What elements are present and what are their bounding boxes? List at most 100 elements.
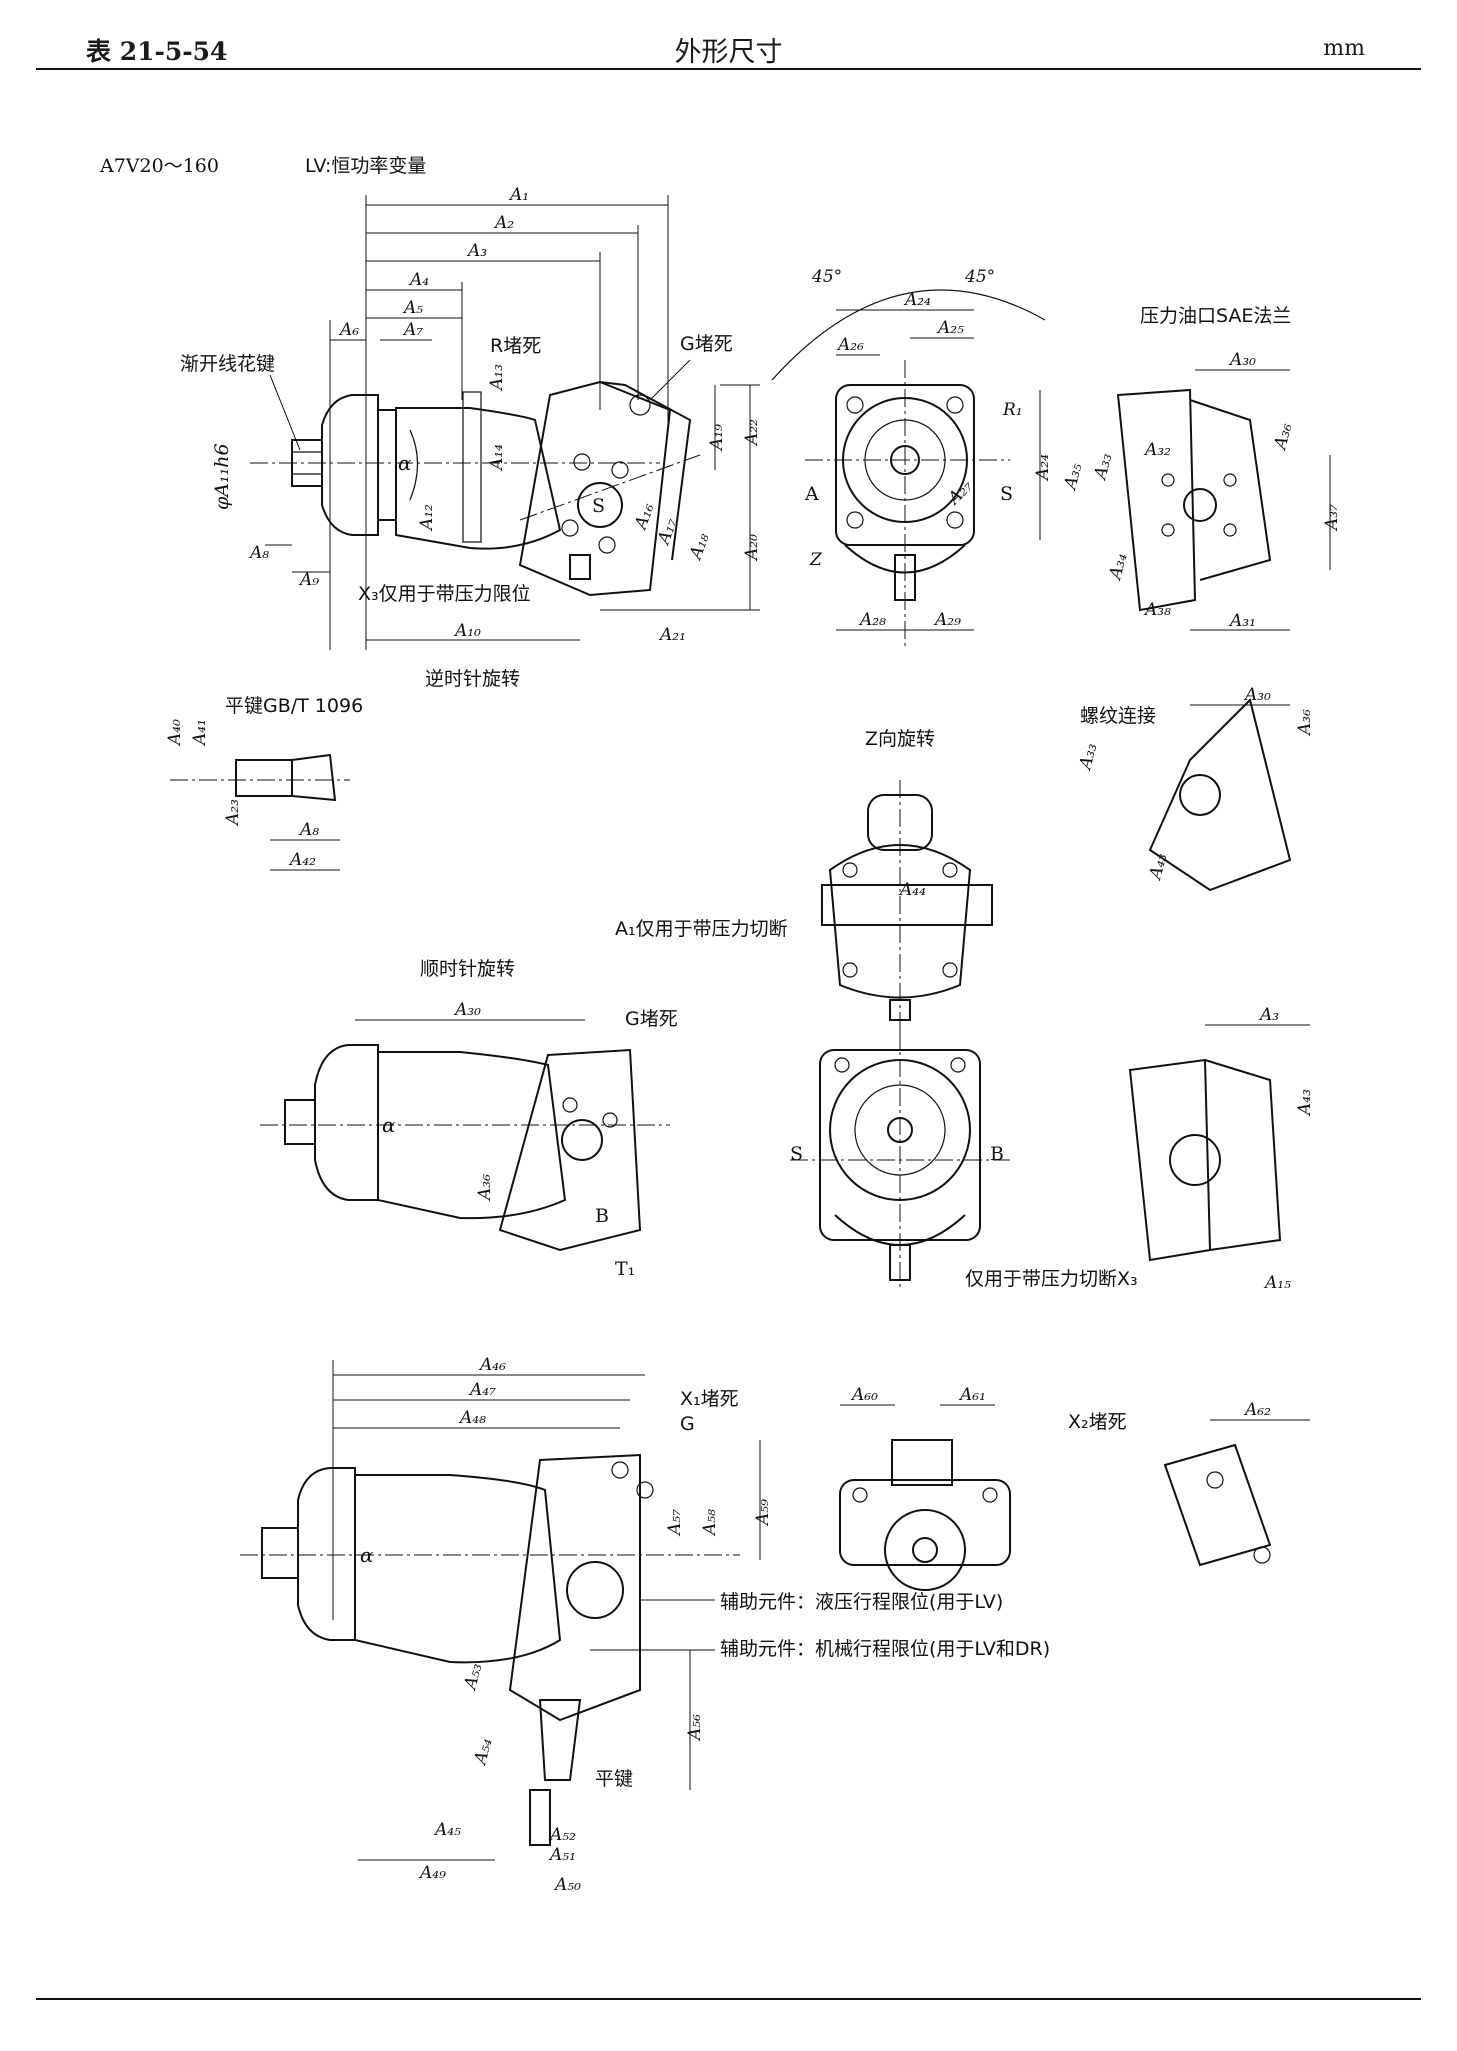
svg-text:A₂₂: A₂₂ [742,419,762,447]
svg-text:α: α [360,1543,374,1567]
svg-text:A₅₉: A₅₉ [753,1499,773,1527]
pump-body: α S [250,380,701,597]
page-title: 外形尺寸 [674,37,783,68]
svg-text:S: S [790,1143,803,1165]
svg-text:A₅₄: A₅₄ [470,1736,497,1768]
svg-text:A₄₈: A₄₈ [458,1408,486,1428]
x1-plug-label: X₁堵死 [680,1388,739,1410]
svg-text:A₅₂: A₅₂ [548,1825,576,1845]
svg-text:A₁₃: A₁₃ [487,364,507,392]
svg-text:A₁₆: A₁₆ [630,500,658,533]
svg-text:A₃₂: A₃₂ [1143,440,1171,460]
svg-text:Z: Z [809,550,823,570]
svg-text:45°: 45° [964,267,995,287]
svg-text:A₅₆: A₅₆ [685,1714,705,1742]
svg-text:A₃₅: A₃₅ [1060,461,1087,493]
svg-text:T₁: T₁ [615,1258,635,1280]
svg-text:A₂₅: A₂₅ [936,318,964,338]
main-side-view: A₁ A₂ A₃ A₄ A₅ A₆ A₇ α [180,185,762,690]
svg-text:A₁₉: A₁₉ [707,424,727,452]
svg-text:S: S [1000,483,1013,505]
svg-text:A₆₂: A₆₂ [1243,1400,1271,1420]
svg-text:A₈: A₈ [248,543,269,563]
cw-label: 顺时针旋转 [420,958,515,980]
spline-label: 渐开线花键 [180,353,275,375]
svg-text:A₆₀: A₆₀ [850,1385,878,1405]
model-caption: A7V20～160 [99,155,219,177]
svg-text:A₂₄: A₂₄ [903,290,931,310]
x2-plug-label: X₂堵死 [1068,1411,1127,1433]
svg-text:A₉: A₉ [298,570,319,590]
svg-text:A₂₃: A₂₃ [223,799,243,827]
svg-text:A₄₁: A₄₁ [190,719,210,747]
svg-text:A₃₀: A₃₀ [1228,350,1256,370]
svg-text:A₄₇: A₄₇ [468,1380,496,1400]
front-view: 45° 45° A₂₄ A₂₅ A₂₆ A S Z R₁ A₂₄ A₂₇ A₂₈… [771,267,1053,650]
page-footer-rule [36,1998,1421,2000]
svg-text:45°: 45° [811,267,842,287]
svg-text:A₅: A₅ [402,298,423,318]
flange-label: 压力油口SAE法兰 [1140,305,1291,327]
svg-text:A₅₁: A₅₁ [548,1845,576,1865]
svg-text:A₆₁: A₆₁ [958,1385,986,1405]
svg-text:A₄₆: A₄₆ [478,1355,506,1375]
x2-plug-view: X₂堵死 A₆₂ [1068,1400,1310,1567]
aux1-label: 辅助元件：液压行程限位(用于LV) [720,1591,1003,1613]
svg-text:φA₁₁h6: φA₁₁h6 [211,443,233,510]
svg-text:A₃: A₃ [466,241,487,261]
thread-label: 螺纹连接 [1080,705,1156,727]
svg-text:A₃₄: A₃₄ [1105,551,1132,583]
svg-text:α: α [398,451,412,475]
svg-text:A₄₂: A₄₂ [288,850,316,870]
svg-text:S: S [592,495,605,517]
svg-text:A₄₅: A₄₅ [433,1820,461,1840]
svg-text:A₄: A₄ [408,270,429,290]
svg-text:A₈: A₈ [298,820,319,840]
svg-text:A₁₀: A₁₀ [453,621,481,641]
stroke-limiter-view: A₄₆ A₄₇ A₄₈ X₁堵死 G α A₅₉ A₅₈ A₅₇ A₅₆ A₅₃… [240,1355,1050,1895]
svg-text:A₅₇: A₅₇ [665,1509,685,1537]
sae-flange-view: 压力油口SAE法兰 A₃₀ A₃₁ A₃₂ A₃₃ A₃₅ A₃₄ A₃₆ A₃… [1060,305,1342,631]
page-header: 表 21-5-54 外形尺寸 mm [36,28,1421,70]
sb-front-view: S B [790,1030,1010,1290]
svg-text:A₁₅: A₁₅ [1263,1273,1291,1293]
table-number: 表 21-5-54 [86,37,228,66]
svg-text:A₃₆: A₃₆ [1295,709,1315,737]
svg-text:A₃₀: A₃₀ [453,1000,481,1020]
svg-text:A₃₃: A₃₃ [1090,451,1117,483]
a1-note: A₁仅用于带压力切断 [615,918,788,940]
x3-note2: 仅用于带压力切断X₃ [965,1268,1138,1290]
svg-text:B: B [990,1143,1004,1165]
svg-text:A₃: A₃ [1258,1005,1279,1025]
svg-text:A₃₈: A₃₈ [1143,600,1171,620]
unit-label: mm [1323,36,1365,61]
svg-text:A: A [804,483,819,505]
svg-text:A₅₃: A₅₃ [460,1661,487,1693]
thread-view: 螺纹连接 A₃₀ A₃₃ A₄₃ A₃₆ [1075,685,1315,892]
flat-key-label: 平键 [595,1768,633,1790]
svg-text:A₂₆: A₂₆ [836,335,864,355]
svg-text:A₁₈: A₁₈ [685,530,713,563]
z-rotation-label: Z向旋转 [865,728,935,750]
control-caption: LV:恒功率变量 [305,155,426,177]
g-plug-label: G堵死 [680,333,733,355]
svg-text:A₄₀: A₄₀ [165,719,185,747]
small-front-view: A₆₀ A₆₁ [839,1385,1011,1591]
ccw-label: 逆时针旋转 [425,668,520,690]
key-label: 平键GB/T 1096 [225,695,363,717]
svg-text:A₂: A₂ [493,213,514,233]
svg-text:A₂₉: A₂₉ [933,610,961,630]
svg-text:A₂₀: A₂₀ [742,534,762,562]
svg-text:A₂₁: A₂₁ [658,625,686,645]
svg-text:A₁: A₁ [508,185,529,205]
svg-text:A₄₃: A₄₃ [1295,1089,1315,1117]
svg-text:A₃₃: A₃₃ [1075,741,1102,773]
key-detail: 平键GB/T 1096 A₄₀ A₄₁ A₂₃ A₈ A₄₂ [165,695,363,871]
svg-text:A₃₆: A₃₆ [475,1174,495,1202]
svg-text:A₅₀: A₅₀ [553,1875,581,1895]
svg-text:A₃₇: A₃₇ [1322,504,1342,532]
svg-text:A₄₄: A₄₄ [898,880,926,900]
z-rotation-view: Z向旋转 A₄₄ A₁仅用于带压力切断 [615,728,993,1050]
svg-text:A₆: A₆ [338,320,359,340]
